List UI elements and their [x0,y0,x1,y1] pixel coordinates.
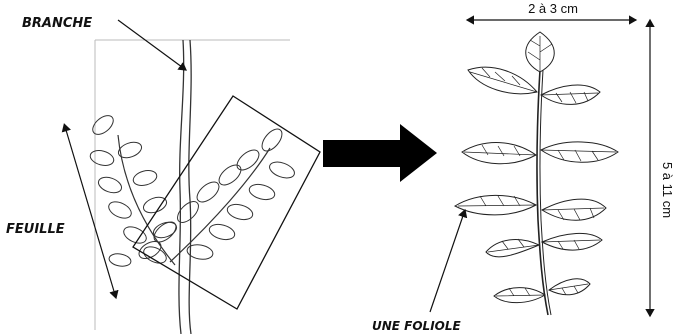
width-label: 2 à 3 cm [528,1,578,16]
leaflet-right-2 [540,141,619,163]
detail-leaf [453,31,619,316]
leaf2-rachis [169,147,271,263]
length-label: 5 à 11 cm [660,162,674,218]
leaflet-left-5 [493,287,546,304]
branch-label: BRANCHE [22,16,92,31]
detail-rachis-edge [539,69,552,316]
leaflet-left-1 [467,66,538,95]
leaf2-leaflets [138,128,295,260]
left-sketch [89,39,321,334]
leaf-extent-arrow [61,123,119,300]
leaflet-pointer-arrow [429,208,468,313]
branch-stem-edge [188,39,192,334]
branch-pointer-arrow [117,19,187,71]
detail-rachis [536,69,549,316]
leaf1-rachis [117,134,176,266]
leaf1-leaflets [89,115,178,267]
zoom-arrow [323,124,437,182]
leaflet-left-3 [453,194,538,216]
leaflet-right-4 [540,232,603,251]
leaflet-label: UNE FOLIOLE [372,319,462,333]
leaflet-right-1 [540,84,601,105]
leaflet-left-4 [485,239,541,258]
branch-stem [178,39,185,334]
leaf-label: FEUILLE [6,222,65,237]
highlight-rectangle [132,95,321,310]
